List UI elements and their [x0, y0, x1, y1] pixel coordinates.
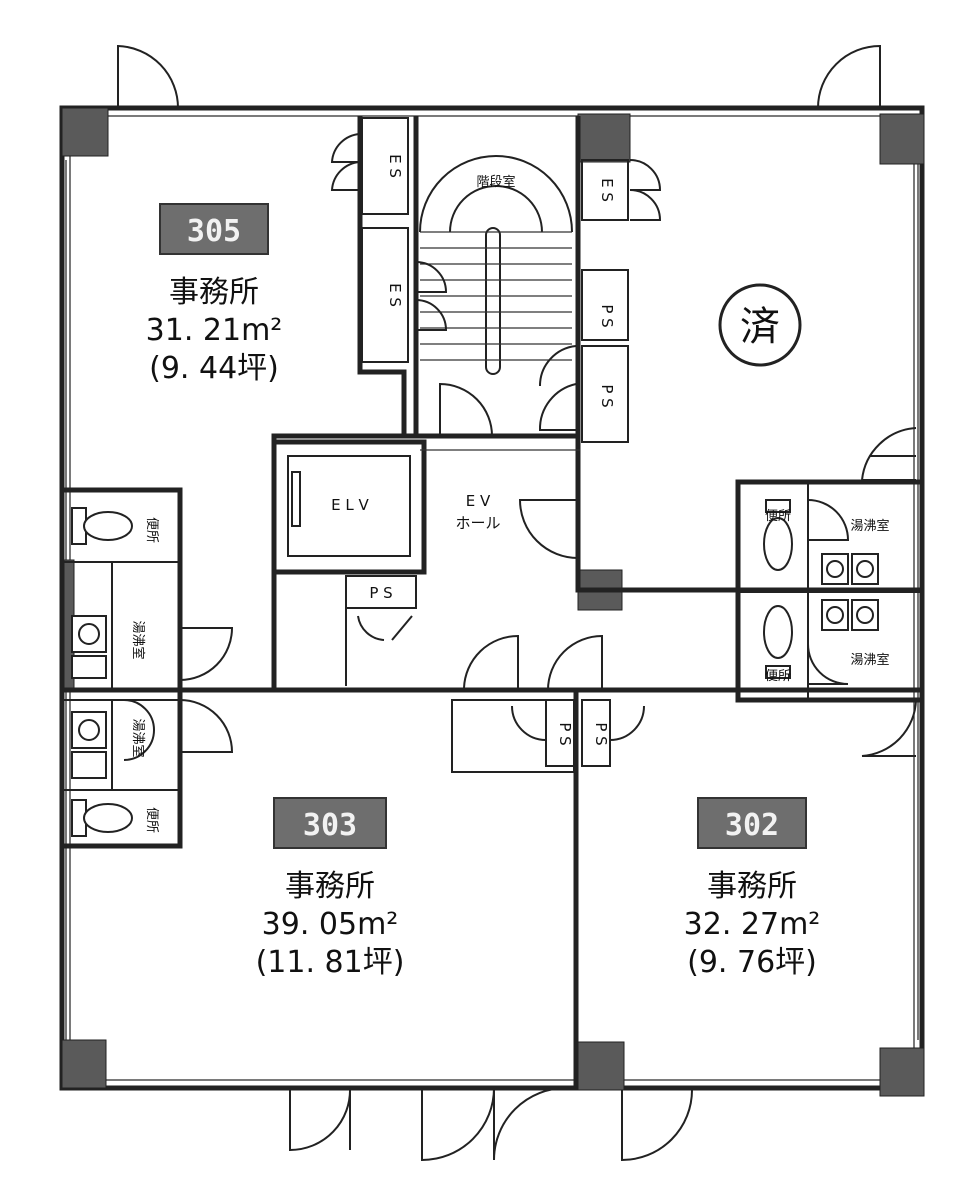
- room-tsubo: (9. 44坪): [149, 351, 279, 386]
- small-labels: 階段室 E L V E V ホール E S E S E S P S P S P …: [130, 154, 890, 833]
- washroom-label: 湯沸室: [130, 620, 146, 659]
- columns: [61, 107, 925, 1097]
- toilet-icon: [763, 605, 793, 679]
- ps-label: P S: [592, 722, 610, 745]
- ps-label: P S: [598, 384, 616, 407]
- stamp-text: 済: [740, 304, 780, 350]
- unit-badge: [159, 203, 269, 255]
- sink-icon: [821, 553, 879, 585]
- toilet-icon: [71, 507, 133, 545]
- room-type: 事務所: [285, 869, 375, 904]
- washroom-label: 湯沸室: [850, 518, 889, 534]
- room-type: 事務所: [169, 275, 259, 310]
- es-label: E S: [386, 154, 404, 178]
- sold-stamp: 済: [718, 283, 802, 367]
- sink-icon: [821, 599, 879, 631]
- staircase: [419, 155, 573, 375]
- sink-icon: [71, 711, 107, 779]
- ps-label: P S: [556, 722, 574, 745]
- unit-302: 302 事務所 32. 27m² (9. 76坪): [684, 797, 821, 980]
- room-tsubo: (9. 76坪): [687, 945, 817, 980]
- toilet-label: 便所: [765, 509, 791, 524]
- toilet-label: 便所: [144, 807, 159, 833]
- ev-hall-label-2: ホール: [455, 514, 500, 532]
- ps-label: P S: [369, 584, 392, 602]
- room-area: 39. 05m²: [262, 907, 399, 942]
- unit-305: 305 事務所 31. 21m² (9. 44坪): [146, 203, 283, 386]
- unit-303: 303 事務所 39. 05m² (11. 81坪): [256, 797, 405, 980]
- unit-badge: [697, 797, 807, 849]
- partitions: [59, 116, 925, 1088]
- elv-label: E L V: [331, 496, 369, 514]
- toilet-label: 便所: [765, 669, 791, 684]
- sink-icon: [71, 615, 107, 679]
- unit-number: 305: [187, 214, 241, 249]
- doors: [117, 44, 917, 1162]
- room-area: 32. 27m²: [684, 907, 821, 942]
- washroom-label: 湯沸室: [130, 718, 146, 757]
- ev-hall-label-1: E V: [466, 492, 491, 510]
- es-label: E S: [386, 283, 404, 307]
- es-label: E S: [598, 178, 616, 202]
- toilet-label: 便所: [144, 517, 159, 543]
- unit-number: 303: [303, 808, 357, 843]
- room-tsubo: (11. 81坪): [256, 945, 405, 980]
- room-area: 31. 21m²: [146, 313, 283, 348]
- room-type: 事務所: [707, 869, 797, 904]
- stairs-label: 階段室: [476, 174, 515, 190]
- toilet-icon: [71, 799, 133, 837]
- washroom-label: 湯沸室: [850, 652, 889, 668]
- fixtures: [71, 471, 879, 837]
- toilet-icon: [763, 499, 793, 571]
- unit-badge: [273, 797, 387, 849]
- unit-number: 302: [725, 808, 779, 843]
- ps-label: P S: [598, 304, 616, 327]
